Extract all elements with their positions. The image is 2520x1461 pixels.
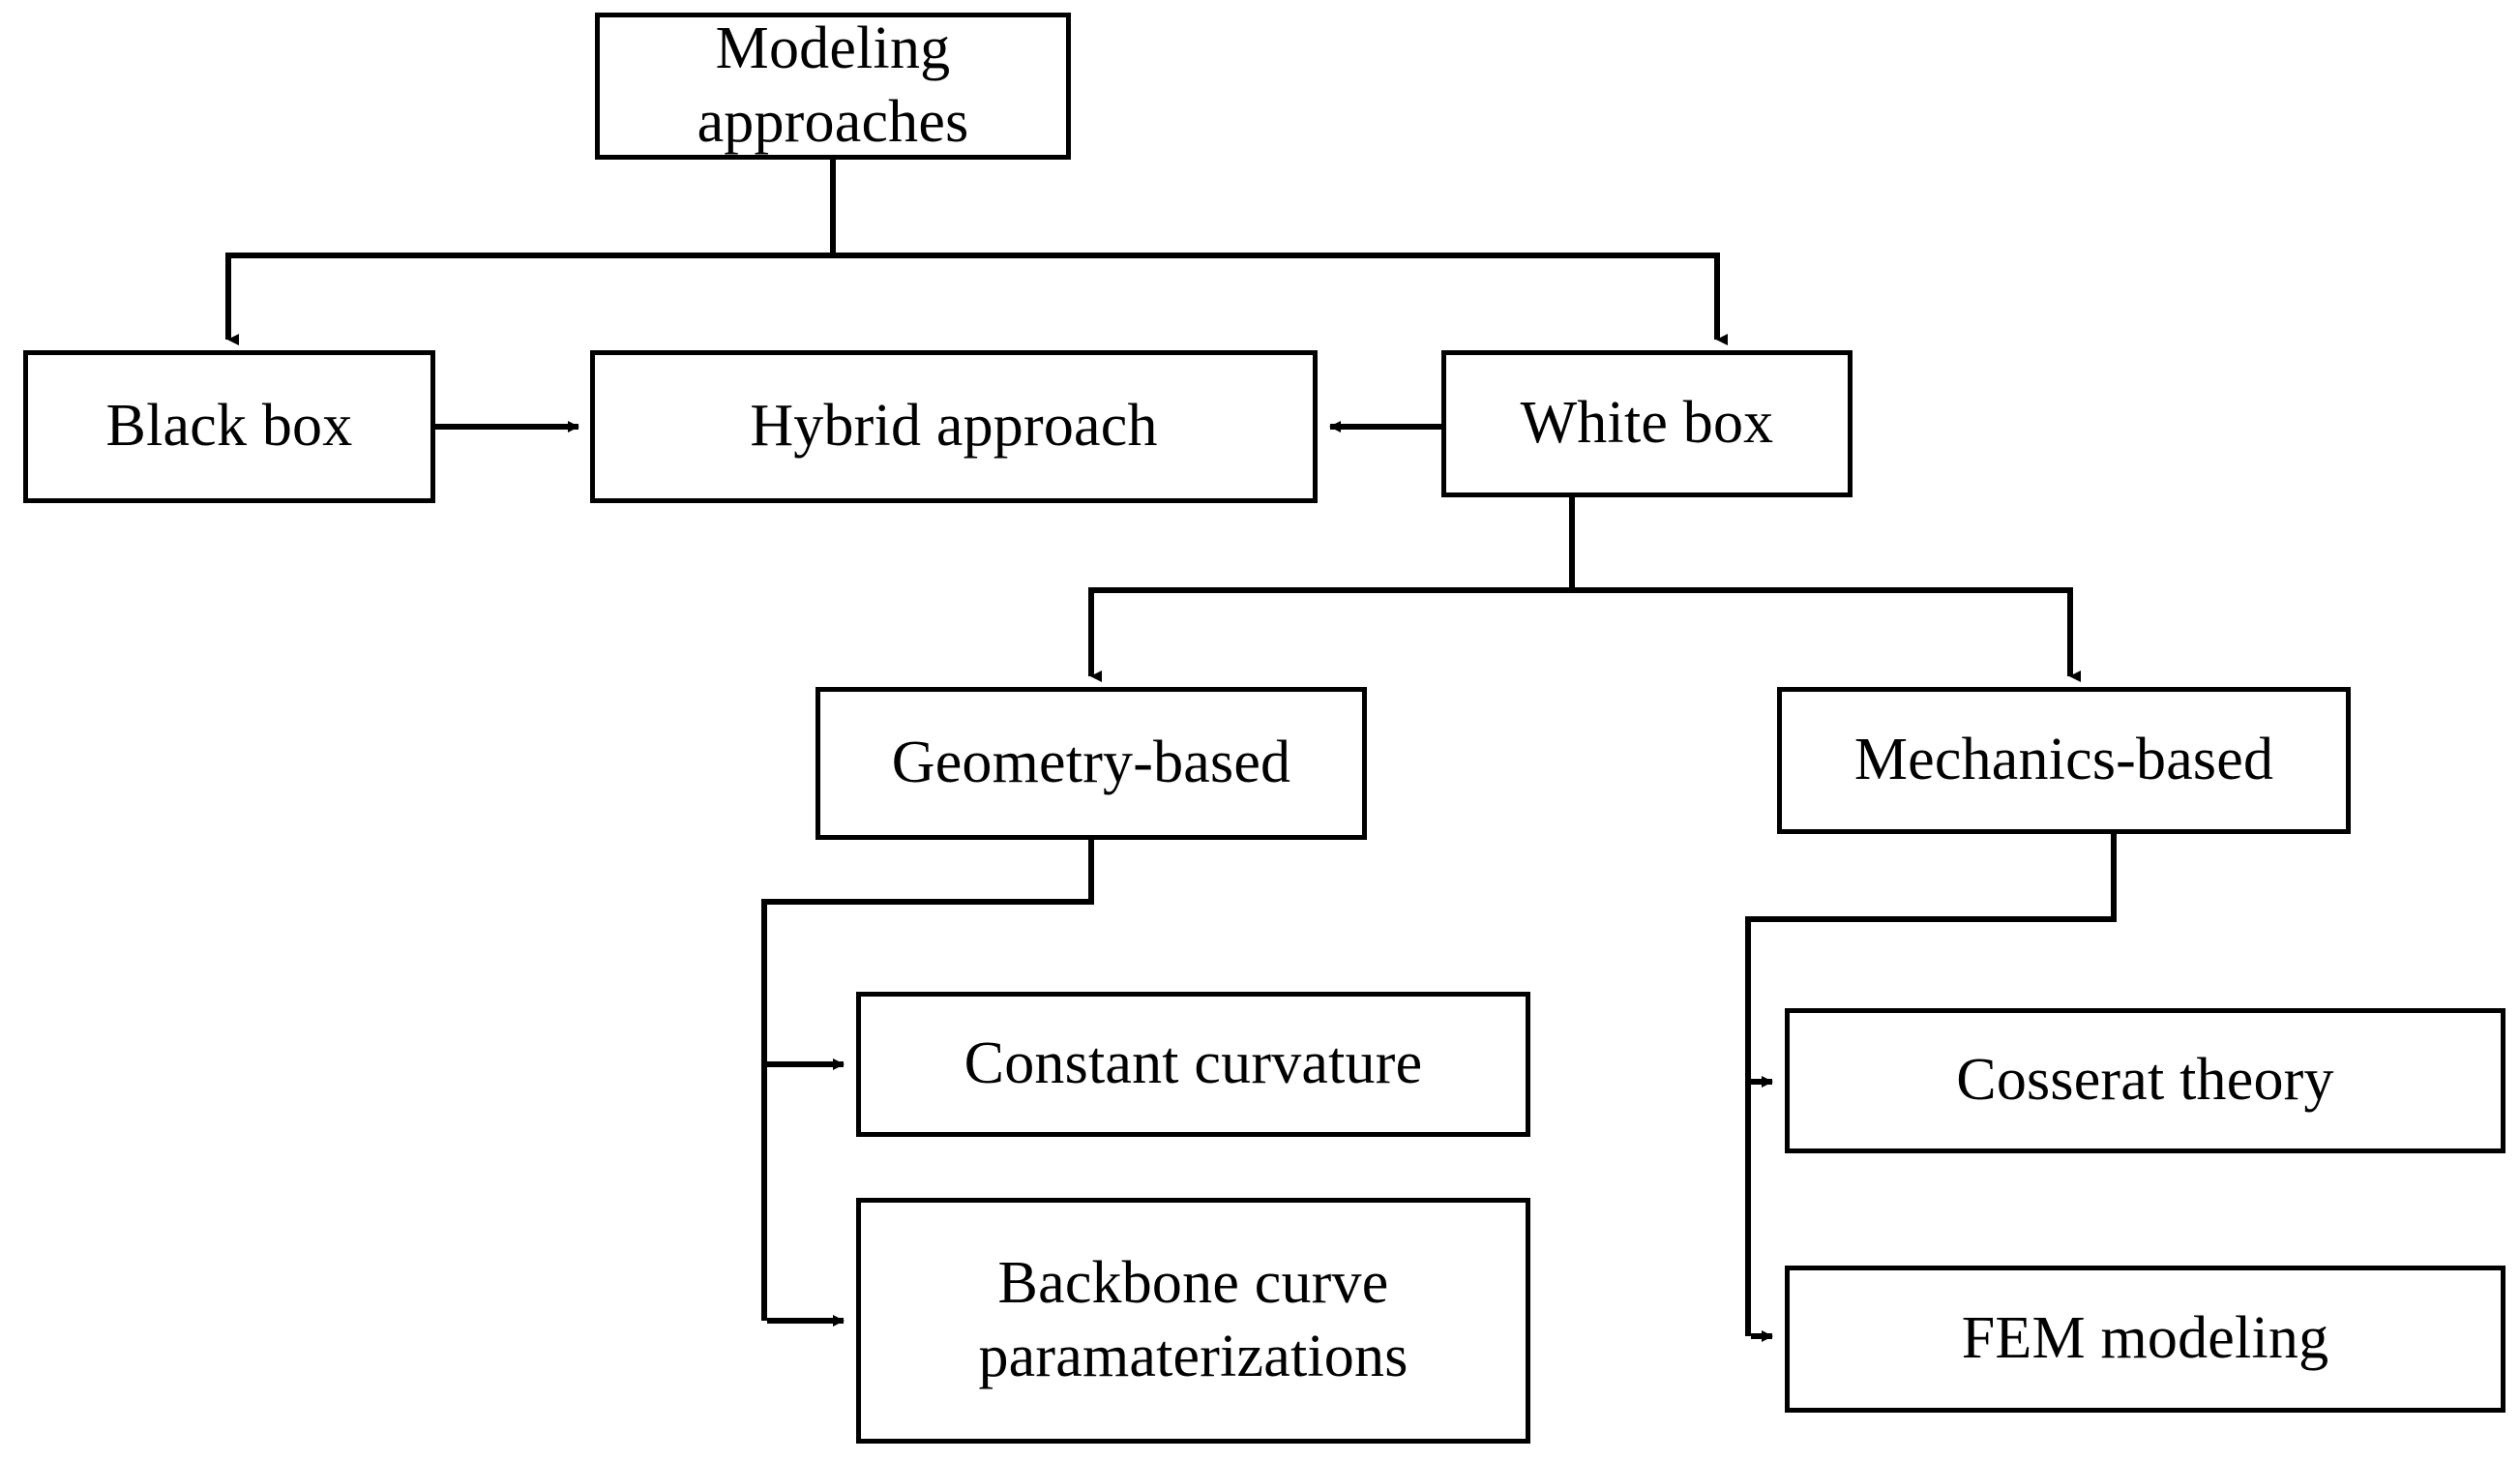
node-label-constant-curvature: Constant curvature	[964, 1030, 1423, 1097]
node-label-white-box: White box	[1520, 390, 1774, 457]
node-black-box[interactable]: Black box	[23, 350, 435, 503]
node-label-geometry-based: Geometry-based	[891, 730, 1291, 796]
node-label-black-box: Black box	[105, 393, 353, 460]
node-label-modeling-approaches: Modeling approaches	[697, 15, 969, 155]
node-geometry-based[interactable]: Geometry-based	[815, 687, 1367, 840]
node-label-mechanics-based: Mechanics-based	[1853, 727, 2274, 793]
node-label-hybrid-approach: Hybrid approach	[750, 393, 1158, 460]
node-label-fem-modeling: FEM modeling	[1961, 1305, 2329, 1372]
node-backbone-curve-paramaterizations[interactable]: Backbone curve paramaterizations	[856, 1198, 1530, 1444]
node-label-cosserat-theory: Cosserat theory	[1956, 1047, 2334, 1114]
node-label-backbone-curve-paramaterizations: Backbone curve paramaterizations	[978, 1250, 1408, 1389]
node-hybrid-approach[interactable]: Hybrid approach	[590, 350, 1318, 503]
node-mechanics-based[interactable]: Mechanics-based	[1777, 687, 2351, 834]
node-cosserat-theory[interactable]: Cosserat theory	[1785, 1008, 2505, 1153]
node-constant-curvature[interactable]: Constant curvature	[856, 992, 1530, 1137]
node-fem-modeling[interactable]: FEM modeling	[1785, 1266, 2505, 1413]
node-white-box[interactable]: White box	[1441, 350, 1853, 497]
node-modeling-approaches[interactable]: Modeling approaches	[595, 13, 1071, 160]
